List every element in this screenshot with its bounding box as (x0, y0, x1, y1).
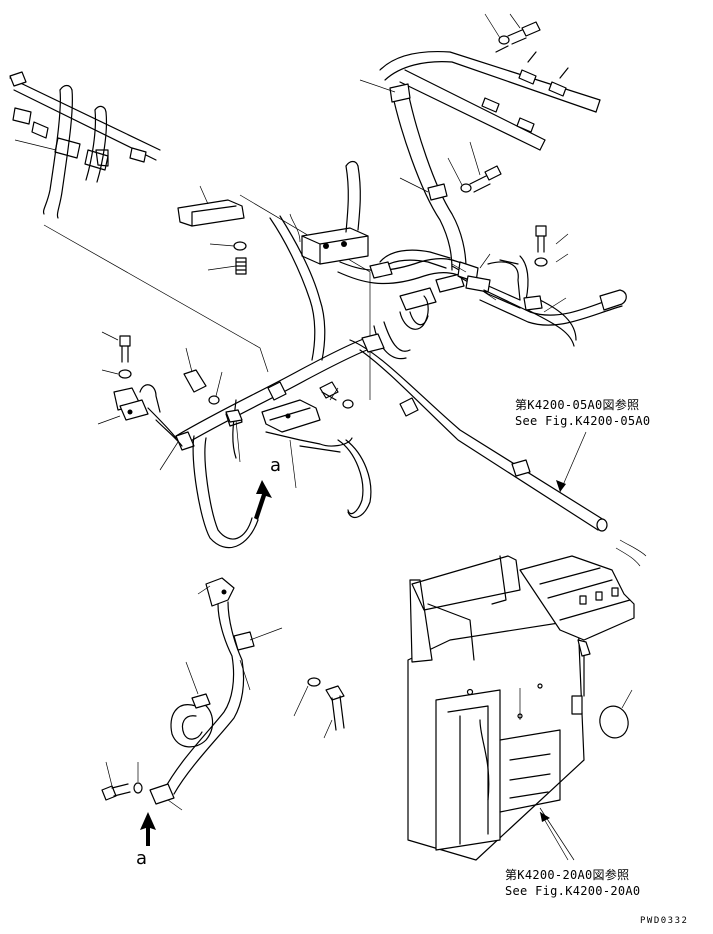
bolt-icon (534, 225, 569, 267)
top-right-harness-rail (379, 45, 601, 151)
bolt-icon (484, 13, 541, 45)
cable-end (479, 255, 627, 347)
connector-group (97, 331, 223, 471)
main-harness (175, 333, 647, 567)
lower-reference-jp: 第K4200-20A0図参照 (505, 868, 630, 882)
detail-marker-upper: a (270, 455, 282, 476)
ground-cable (149, 577, 283, 811)
top-left-harness (9, 71, 161, 219)
leader-line (239, 194, 371, 400)
vertical-harness (359, 79, 467, 271)
upper-reference-jp: 第K4200-05A0図参照 (515, 398, 640, 412)
detail-arrow-icon (254, 480, 272, 520)
detail-arrow-icon (140, 812, 156, 846)
upper-reference-en: See Fig.K4200-05A0 (515, 414, 651, 428)
clamp-and-hook (261, 381, 372, 519)
lower-reference-en: See Fig.K4200-20A0 (505, 884, 641, 898)
electrical-box-icon (407, 555, 635, 861)
cable-loop (192, 399, 259, 549)
bracket-part (177, 185, 247, 275)
cap-icon (599, 689, 633, 739)
reference-arrow-lower (539, 811, 569, 861)
bolt-icon (293, 677, 345, 739)
drawing-code: PWD0332 (640, 916, 689, 926)
leader-line (43, 224, 269, 373)
reference-arrow-upper (556, 431, 587, 493)
bolt-icon (447, 141, 502, 193)
detail-marker-lower: a (136, 848, 148, 869)
center-harness-assembly (269, 160, 521, 361)
bolt-icon (101, 761, 143, 801)
